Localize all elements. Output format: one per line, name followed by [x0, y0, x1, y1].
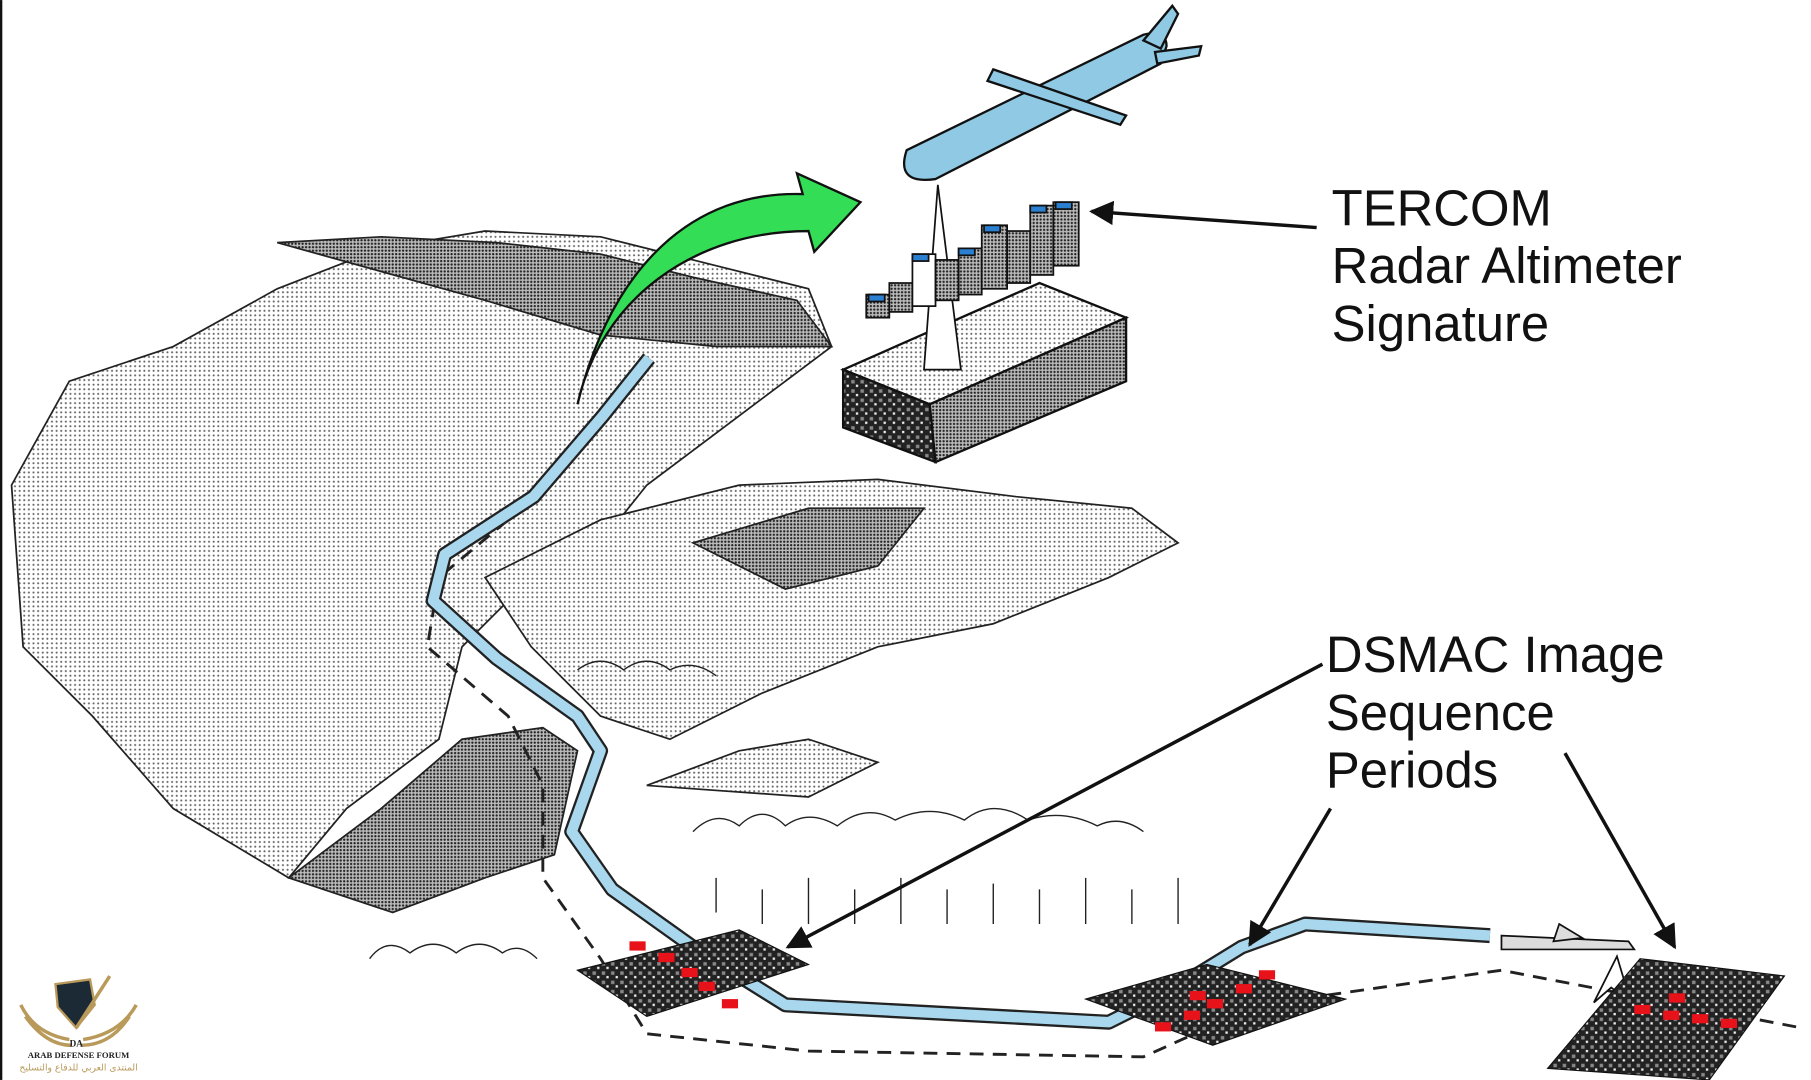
- trees: [369, 660, 1179, 960]
- green-climb-arrow: [576, 171, 863, 405]
- arab-defense-forum-logo: DA ARAB DEFENSE FORUM المنتدى العربي للد…: [19, 975, 138, 1074]
- dsmac-label-line2: Sequence: [1326, 684, 1555, 741]
- callout-arrows: [785, 200, 1677, 950]
- cruise-missile: [902, 3, 1203, 182]
- dsmac-image-3: [1546, 958, 1786, 1080]
- logo-arabic: المنتدى العربي للدفاع والتسليح: [19, 1063, 137, 1074]
- dsmac-image-2: [1083, 963, 1348, 1046]
- tercom-label-line2: Radar Altimeter: [1332, 237, 1682, 294]
- terrain-profile-block: [840, 281, 1130, 464]
- logo-initials: DA: [70, 1038, 84, 1048]
- dsmac-label-line1: DSMAC Image: [1326, 626, 1665, 683]
- logo-name: ARAB DEFENSE FORUM: [28, 1050, 129, 1060]
- dsmac-image-1: [576, 929, 811, 1018]
- altimeter-signature-bars: [865, 201, 1080, 319]
- tercom-label-line3: Signature: [1332, 295, 1549, 352]
- tercom-label-line1: TERCOM: [1332, 179, 1552, 236]
- small-missile: [1500, 922, 1636, 1005]
- dsmac-label-line3: Periods: [1326, 742, 1498, 799]
- left-border: [0, 0, 3, 1080]
